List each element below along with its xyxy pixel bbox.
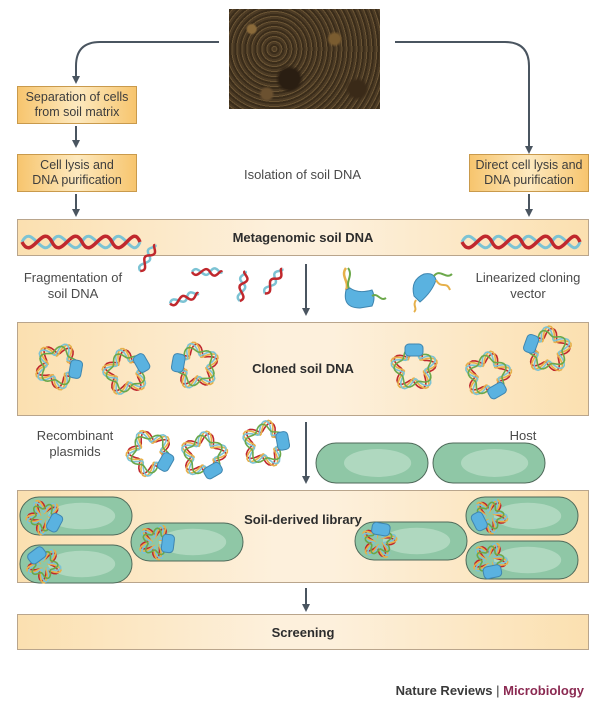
publisher-name: Nature Reviews: [396, 683, 493, 698]
screening-title: Screening: [200, 625, 406, 640]
journal-name: Microbiology: [503, 683, 584, 698]
journal-credit: Nature Reviews | Microbiology: [396, 683, 584, 698]
bacterial-cell-icon: [316, 443, 428, 483]
credit-separator: |: [496, 683, 499, 698]
bacterial-cell-icon: [433, 443, 545, 483]
